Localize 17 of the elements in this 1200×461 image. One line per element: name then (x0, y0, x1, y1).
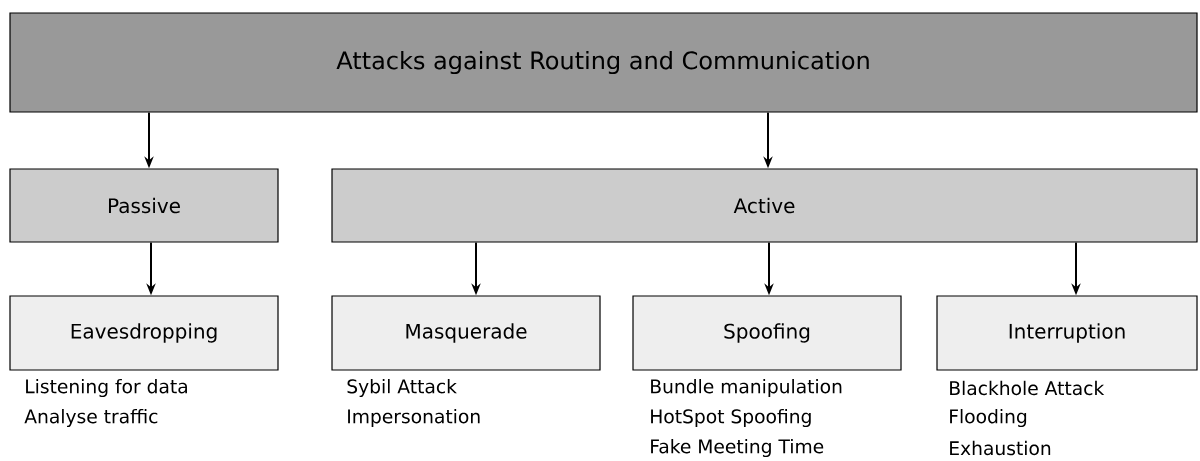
category-box: Active (331, 168, 1198, 243)
item-text: Bundle manipulation (651, 378, 842, 398)
category-box: Passive (9, 168, 279, 243)
item-text: Listening for data (26, 378, 187, 398)
item-text: Impersonation (348, 408, 480, 428)
item-text: HotSpot Spoofing (651, 408, 811, 428)
category-box: Attacks against Routing and Communication (9, 12, 1198, 113)
item-text: Exhaustion (950, 440, 1051, 456)
item-text: Sybil Attack (347, 378, 457, 398)
attack-box: Masquerade (331, 295, 601, 371)
item-text: Fake Meeting Time (651, 438, 824, 458)
attack-box: Eavesdropping (9, 295, 279, 371)
attack-box: Spoofing (632, 295, 902, 371)
item-text: Analyse traffic (24, 408, 158, 428)
item-text: Flooding (950, 408, 1027, 428)
item-text: Blackhole Attack (950, 380, 1105, 396)
attack-box: Interruption (936, 295, 1198, 371)
